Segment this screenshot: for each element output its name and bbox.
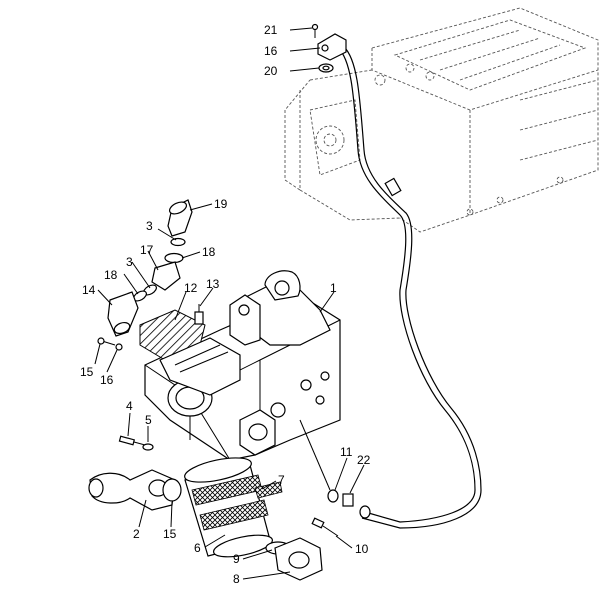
oil-pipe [337,46,482,529]
callout-1: 1 [330,281,337,295]
callout-4: 4 [126,399,133,413]
callout-9: 9 [233,552,240,566]
bolt-left [97,337,123,351]
callout-6: 6 [194,541,201,555]
callout-22: 22 [357,453,371,467]
main-housing [139,270,341,461]
callout-5: 5 [145,413,152,427]
bolt-4-washer-5 [118,435,154,451]
filter-element [184,457,323,581]
callout-19: 19 [214,197,228,211]
callout-12: 12 [184,281,198,295]
callout-15: 15 [163,527,177,541]
callout-3: 3 [126,255,133,269]
bolt-10 [311,517,339,537]
callout-16: 16 [264,44,278,58]
callout-16: 16 [100,373,114,387]
callout-3: 3 [146,219,153,233]
callout-2: 2 [133,527,140,541]
callout-17: 17 [140,243,154,257]
callout-11: 11 [340,445,353,459]
pipe-flange-bracket [311,23,347,73]
fittings-11-22 [299,419,371,519]
callout-8: 8 [233,572,240,586]
elbow-2 [88,469,182,511]
sensor-13 [194,304,204,325]
callout-15: 15 [80,365,94,379]
callout-13: 13 [206,277,220,291]
callout-7: 7 [278,473,285,487]
callout-14: 14 [82,283,96,297]
callout-18: 18 [202,245,216,259]
callout-10: 10 [355,542,369,556]
callout-labels: 21 16 20 19 3 17 18 18 3 14 12 13 1 15 1… [80,23,371,586]
callout-18: 18 [104,268,118,282]
leader-lines [94,27,365,580]
callout-20: 20 [264,64,278,78]
engine-block-ghost [284,7,599,233]
callout-21: 21 [264,23,278,37]
top-elbow-19 [107,199,193,337]
